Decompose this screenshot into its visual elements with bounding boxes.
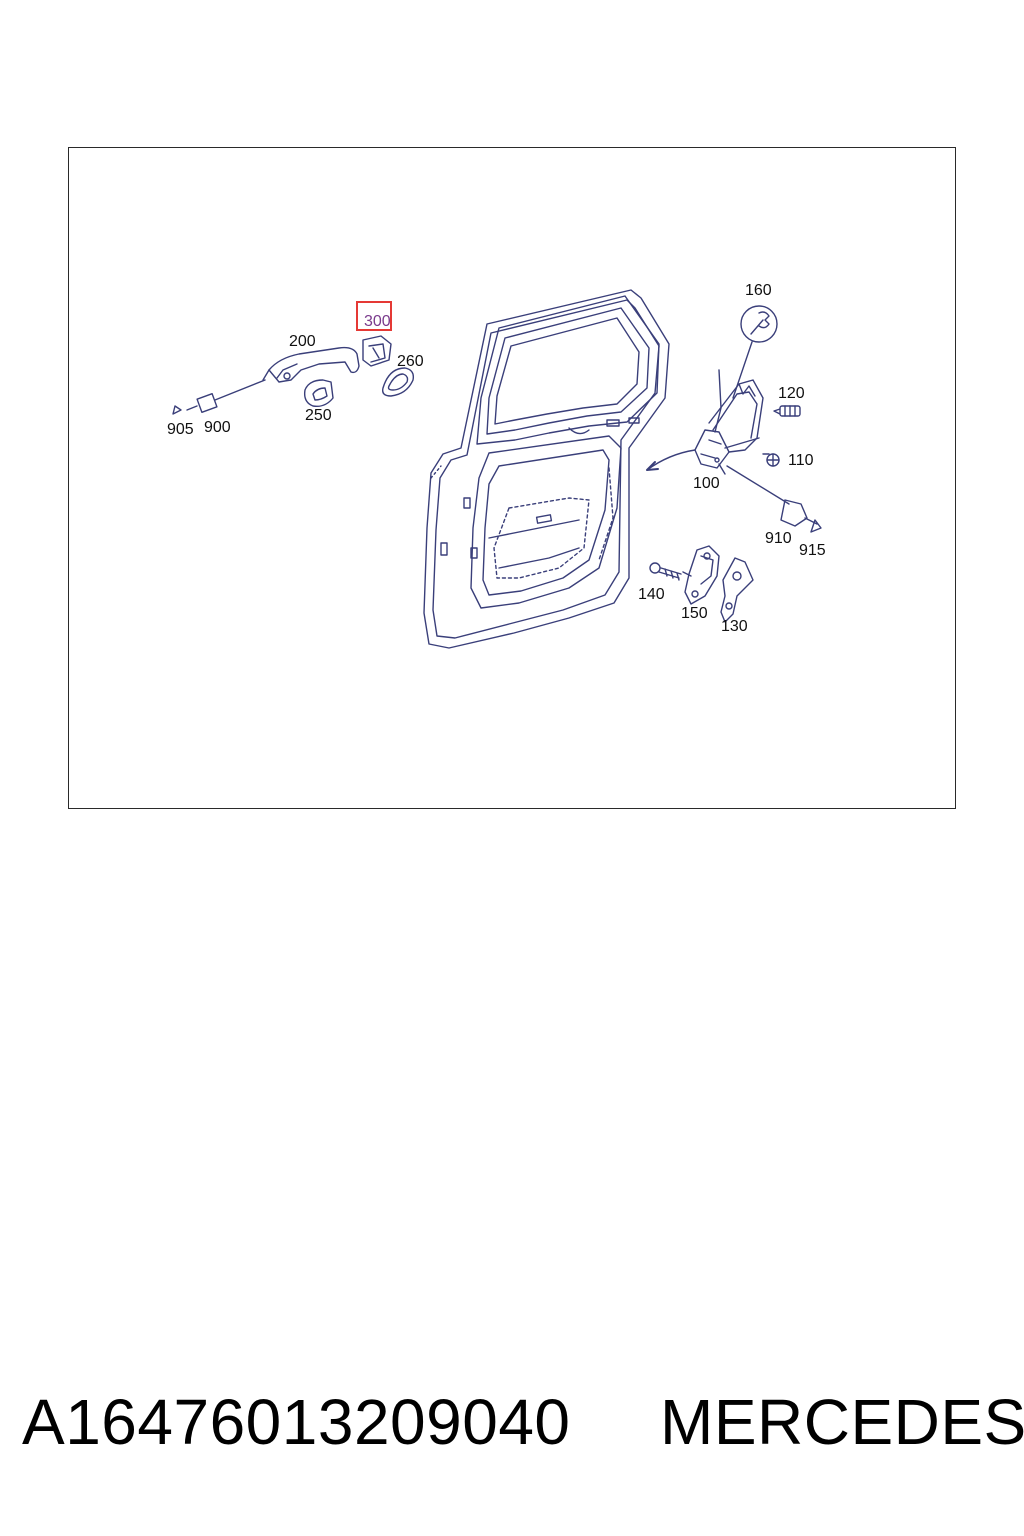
arrow bbox=[646, 449, 696, 471]
label-130: 130 bbox=[721, 618, 748, 635]
label-250: 250 bbox=[305, 407, 332, 424]
screw-140 bbox=[649, 562, 682, 581]
gasket-250 bbox=[303, 379, 334, 408]
brand-name: MERCEDES bbox=[660, 1386, 1024, 1458]
label-900: 900 bbox=[204, 419, 231, 436]
diagram-frame: 160 300 200 260 120 905 900 250 110 100 … bbox=[68, 147, 956, 809]
striker-150 bbox=[682, 545, 720, 605]
label-300: 300 bbox=[364, 313, 391, 330]
part-number: A16476013209040 bbox=[22, 1386, 571, 1458]
label-160: 160 bbox=[745, 282, 772, 299]
parts-diagram bbox=[172, 289, 822, 649]
screw-110 bbox=[762, 453, 780, 467]
door-lock-100 bbox=[694, 369, 764, 475]
label-905: 905 bbox=[167, 421, 194, 438]
door-frame bbox=[423, 289, 670, 649]
label-100: 100 bbox=[693, 475, 720, 492]
label-110: 110 bbox=[788, 452, 814, 469]
screw-120 bbox=[773, 405, 801, 417]
handle-insert-300 bbox=[362, 335, 392, 367]
highlight-box-300 bbox=[356, 301, 392, 331]
label-260: 260 bbox=[397, 353, 424, 370]
door-handle-200 bbox=[172, 346, 360, 415]
label-200: 200 bbox=[289, 333, 316, 350]
label-915: 915 bbox=[799, 542, 826, 559]
label-150: 150 bbox=[681, 605, 708, 622]
cable-910-915 bbox=[726, 465, 822, 533]
label-120: 120 bbox=[778, 385, 805, 402]
gasket-260 bbox=[381, 367, 415, 397]
label-910: 910 bbox=[765, 530, 792, 547]
label-140: 140 bbox=[638, 586, 665, 603]
plate-130 bbox=[720, 557, 754, 623]
wrench-icon-160 bbox=[732, 305, 778, 399]
